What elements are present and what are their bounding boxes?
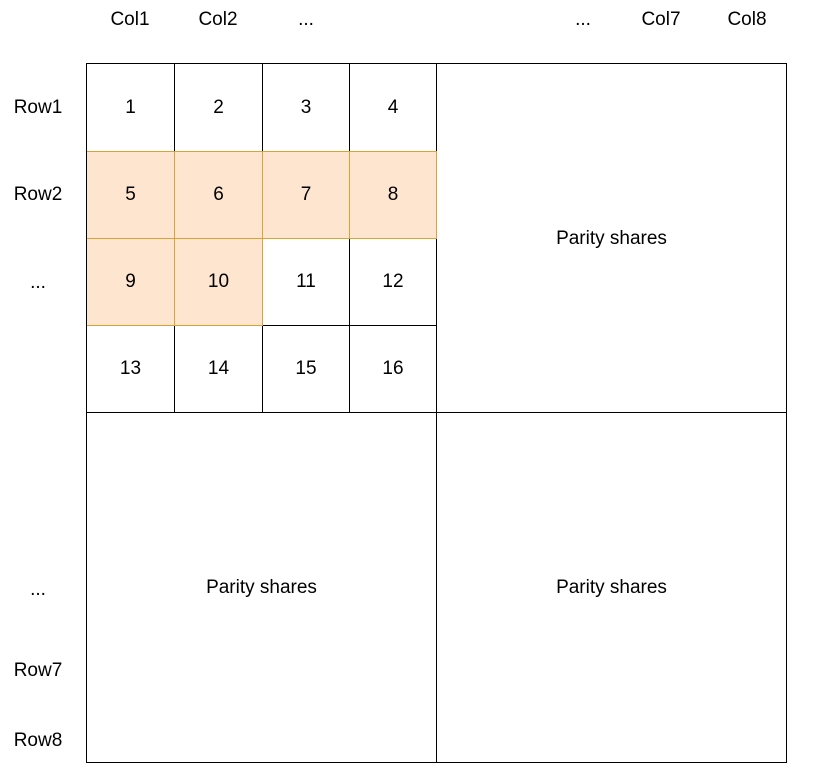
parity-block-top-right: Parity shares [436, 63, 787, 413]
row-label-row8: Row8 [13, 730, 63, 751]
parity-block-bottom-right: Parity shares [436, 412, 787, 763]
data-share-cell: 15 [262, 325, 350, 413]
data-share-cell: 11 [262, 238, 350, 326]
parity-block-bottom-left: Parity shares [86, 412, 437, 763]
highlighted-data-share-cell: 9 [86, 238, 175, 326]
highlighted-data-share-cell: 8 [349, 151, 437, 239]
data-share-cell: 1 [86, 63, 175, 152]
data-share-cell: 13 [86, 325, 175, 413]
row-label-ellipsis-lower: ... [30, 579, 46, 600]
data-share-cell: 3 [262, 63, 350, 152]
data-share-cell: 4 [349, 63, 437, 152]
column-label-ellipsis-left: ... [298, 9, 314, 30]
parity-block-label: Parity shares [206, 576, 317, 598]
parity-block-label: Parity shares [556, 576, 667, 598]
data-share-cell: 12 [349, 238, 437, 326]
column-label-col8: Col8 [727, 9, 767, 30]
column-label-ellipsis-right: ... [575, 9, 591, 30]
highlighted-data-share-cell: 7 [262, 151, 350, 239]
parity-block-label: Parity shares [556, 228, 667, 249]
row-label-row1: Row1 [13, 97, 63, 118]
data-share-cell: 16 [349, 325, 437, 413]
row-label-row7: Row7 [13, 660, 63, 681]
highlighted-data-share-cell: 10 [174, 238, 263, 326]
column-label-col7: Col7 [641, 9, 681, 30]
highlighted-data-share-cell: 5 [86, 151, 175, 239]
column-label-col1: Col1 [110, 9, 150, 30]
column-label-col2: Col2 [198, 9, 238, 30]
data-share-cell: 2 [174, 63, 263, 152]
data-share-cell: 14 [174, 325, 263, 413]
row-label-row2: Row2 [13, 184, 63, 205]
highlighted-data-share-cell: 6 [174, 151, 263, 239]
row-label-ellipsis-upper: ... [30, 272, 46, 293]
